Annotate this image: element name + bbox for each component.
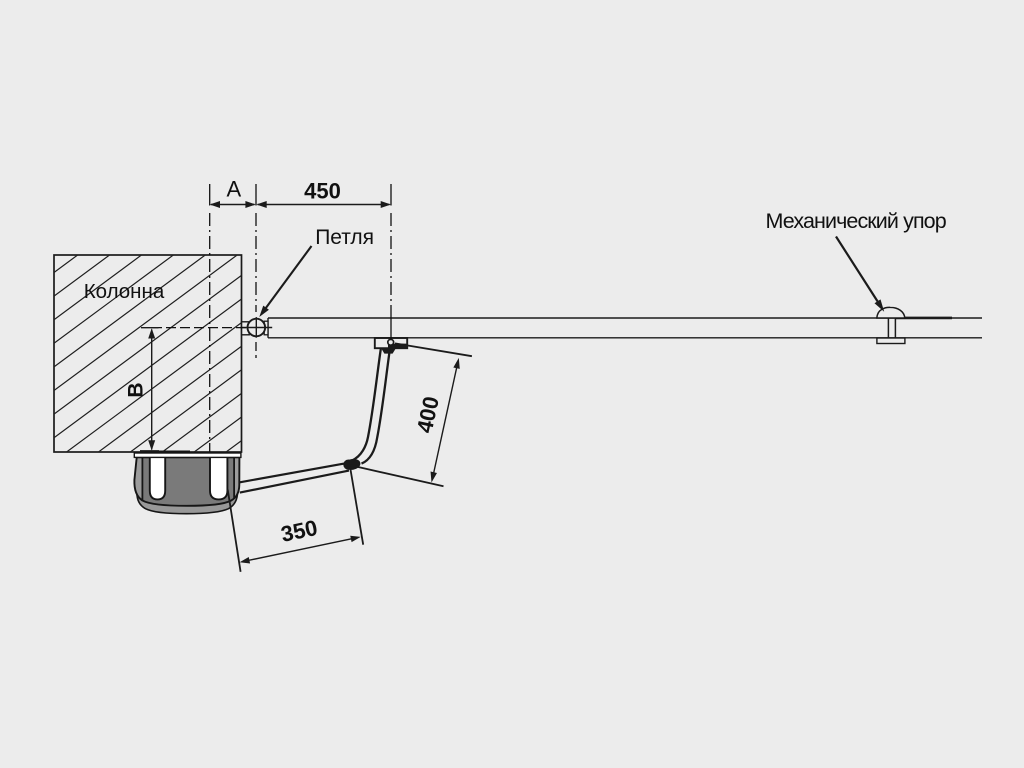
svg-text:A: A [226,176,241,201]
svg-text:Механический упор: Механический упор [766,209,947,233]
svg-text:B: B [125,382,148,397]
svg-text:Петля: Петля [315,226,374,249]
svg-text:Колонна: Колонна [84,280,165,303]
svg-text:450: 450 [304,179,341,204]
